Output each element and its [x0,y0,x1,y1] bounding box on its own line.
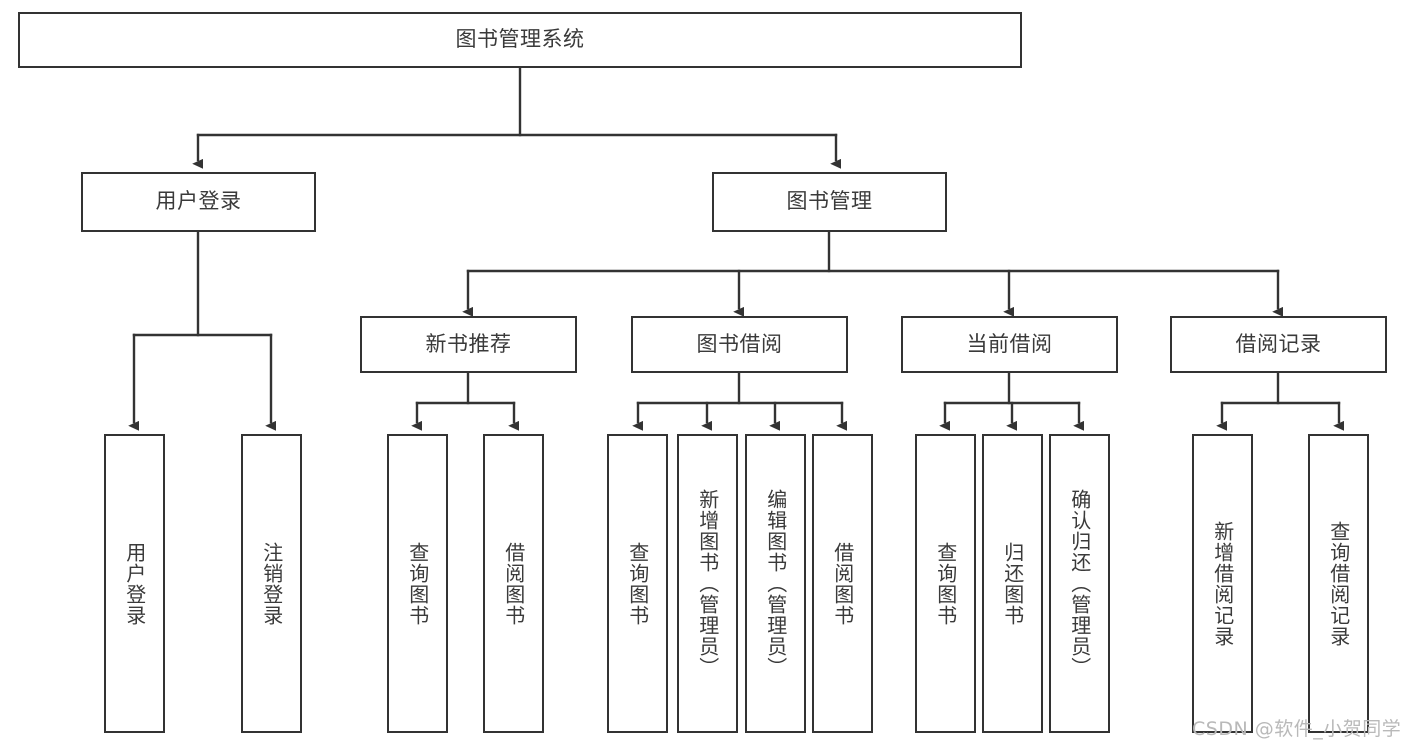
node-new-book-rec[interactable]: 新书推荐 [360,316,577,373]
leaf-borrow-book-2-label: 借阅图书 [830,541,855,626]
node-borrow-record[interactable]: 借阅记录 [1170,316,1387,373]
leaf-query-record-label: 查询借阅记录 [1326,520,1351,647]
leaf-return-book-label: 归还图书 [1000,541,1025,626]
leaf-add-book-label: 新增图书（管理员） [695,489,720,678]
node-book-manage[interactable]: 图书管理 [712,172,947,232]
node-root-label: 图书管理系统 [455,27,585,52]
leaf-query-book-3[interactable]: 查询图书 [915,434,976,733]
leaf-query-book-2-label: 查询图书 [625,541,650,626]
leaf-user-login-label: 用户登录 [122,541,147,626]
node-user-login[interactable]: 用户登录 [81,172,316,232]
leaf-query-book-2[interactable]: 查询图书 [607,434,668,733]
leaf-query-book-3-label: 查询图书 [933,541,958,626]
leaf-query-record[interactable]: 查询借阅记录 [1308,434,1369,733]
leaf-query-book-1[interactable]: 查询图书 [387,434,448,733]
leaf-user-logout[interactable]: 注销登录 [241,434,302,733]
node-borrow-record-label: 借阅记录 [1235,331,1322,356]
leaf-return-book[interactable]: 归还图书 [982,434,1043,733]
node-new-book-rec-label: 新书推荐 [425,331,512,356]
leaf-user-logout-label: 注销登录 [259,541,284,626]
node-root[interactable]: 图书管理系统 [18,12,1022,68]
node-book-borrow[interactable]: 图书借阅 [631,316,848,373]
leaf-confirm-return-label: 确认归还（管理员） [1067,489,1092,678]
csdn-watermark: CSDN @软件_小贺同学 [1192,718,1402,740]
leaf-query-book-1-label: 查询图书 [405,541,430,626]
leaf-add-record-label: 新增借阅记录 [1210,520,1235,647]
leaf-edit-book-label: 编辑图书（管理员） [763,489,788,678]
leaf-user-login[interactable]: 用户登录 [104,434,165,733]
node-user-login-label: 用户登录 [155,189,242,214]
leaf-borrow-book-1-label: 借阅图书 [501,541,526,626]
node-current-borrow[interactable]: 当前借阅 [901,316,1118,373]
leaf-borrow-book-1[interactable]: 借阅图书 [483,434,544,733]
leaf-add-record[interactable]: 新增借阅记录 [1192,434,1253,733]
node-book-borrow-label: 图书借阅 [696,331,783,356]
leaf-confirm-return[interactable]: 确认归还（管理员） [1049,434,1110,733]
node-current-borrow-label: 当前借阅 [966,331,1053,356]
node-book-manage-label: 图书管理 [786,189,873,214]
leaf-borrow-book-2[interactable]: 借阅图书 [812,434,873,733]
leaf-add-book[interactable]: 新增图书（管理员） [677,434,738,733]
leaf-edit-book[interactable]: 编辑图书（管理员） [745,434,806,733]
